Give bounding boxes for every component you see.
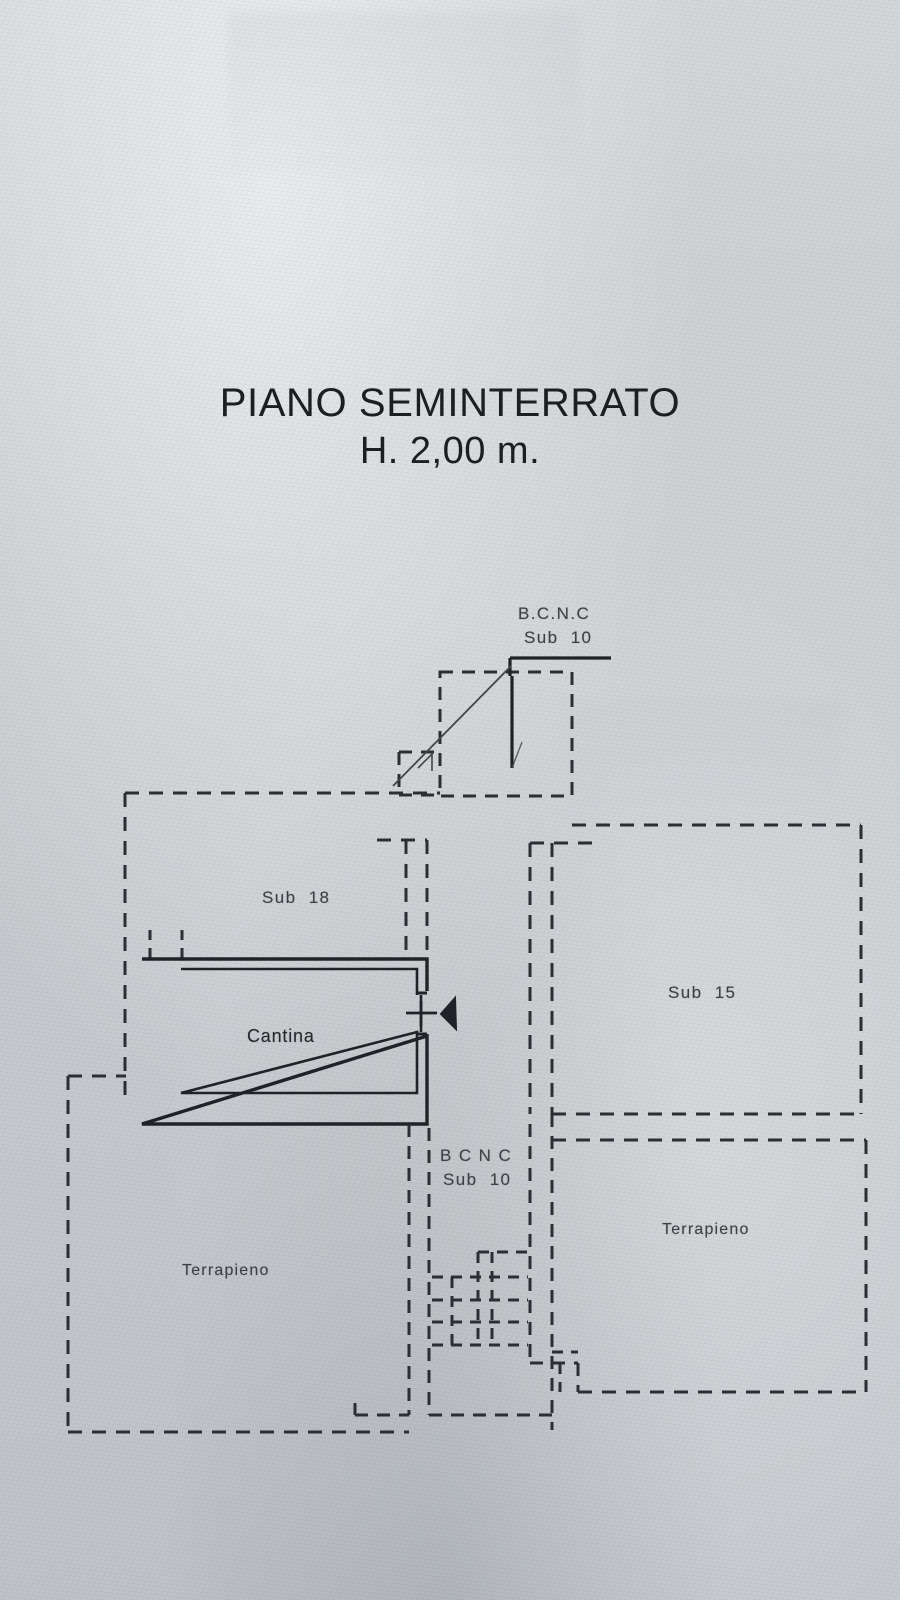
zone-bcnc-sub10-stairwell — [353, 1114, 580, 1430]
plan-title-block: PIANO SEMINTERRATO H. 2,00 m. — [0, 382, 900, 473]
sub18-outline — [123, 791, 440, 1096]
ramp-slope — [392, 665, 512, 787]
label-bcnc-sub10-mid-line2: Sub 10 — [443, 1170, 512, 1189]
plan-title-line-2: H. 2,00 m. — [359, 430, 541, 473]
bottom-connector-stubs — [552, 1350, 578, 1392]
cantina-inner-wall — [180, 967, 419, 1095]
bcnc-upper-solid-lines — [508, 656, 611, 768]
paper-bleedthrough-top — [228, 12, 578, 172]
ramp-secondary — [511, 741, 523, 769]
label-bcnc-sub10-upper-line1: B.C.N.C — [518, 604, 591, 623]
zone-sub15 — [528, 823, 863, 1116]
door-arrow-head — [439, 995, 458, 1032]
diagonal-ramp-line — [392, 665, 523, 787]
zone-terrapieno-left — [66, 1074, 409, 1434]
door-swing-arrow-icon — [406, 995, 458, 1032]
label-cantina: Cantina — [247, 1026, 315, 1046]
stair-treads-icon — [432, 1250, 528, 1347]
zone-bcnc-sub10-upper — [397, 670, 574, 798]
bcnc-upper-notch — [397, 750, 440, 797]
label-bcnc-sub10-upper-line2: Sub 10 — [524, 628, 593, 647]
bcnc-upper-outline — [438, 670, 574, 798]
paper-bleedthrough-right — [560, 700, 840, 820]
plan-title-line-1: PIANO SEMINTERRATO — [219, 381, 681, 425]
ramp-arrow-head — [417, 752, 433, 771]
label-sub18: Sub 18 — [262, 888, 331, 907]
label-sub15: Sub 15 — [668, 983, 737, 1002]
label-terrapieno-right: Terrapieno — [662, 1221, 750, 1238]
zone-terrapieno-right — [552, 1138, 868, 1394]
zone-sub18 — [123, 791, 440, 1096]
label-bcnc-sub10-mid-line1: B C N C — [440, 1146, 513, 1165]
cantina-outer-wall — [141, 957, 429, 1126]
label-terrapieno-left: Terrapieno — [182, 1262, 270, 1279]
